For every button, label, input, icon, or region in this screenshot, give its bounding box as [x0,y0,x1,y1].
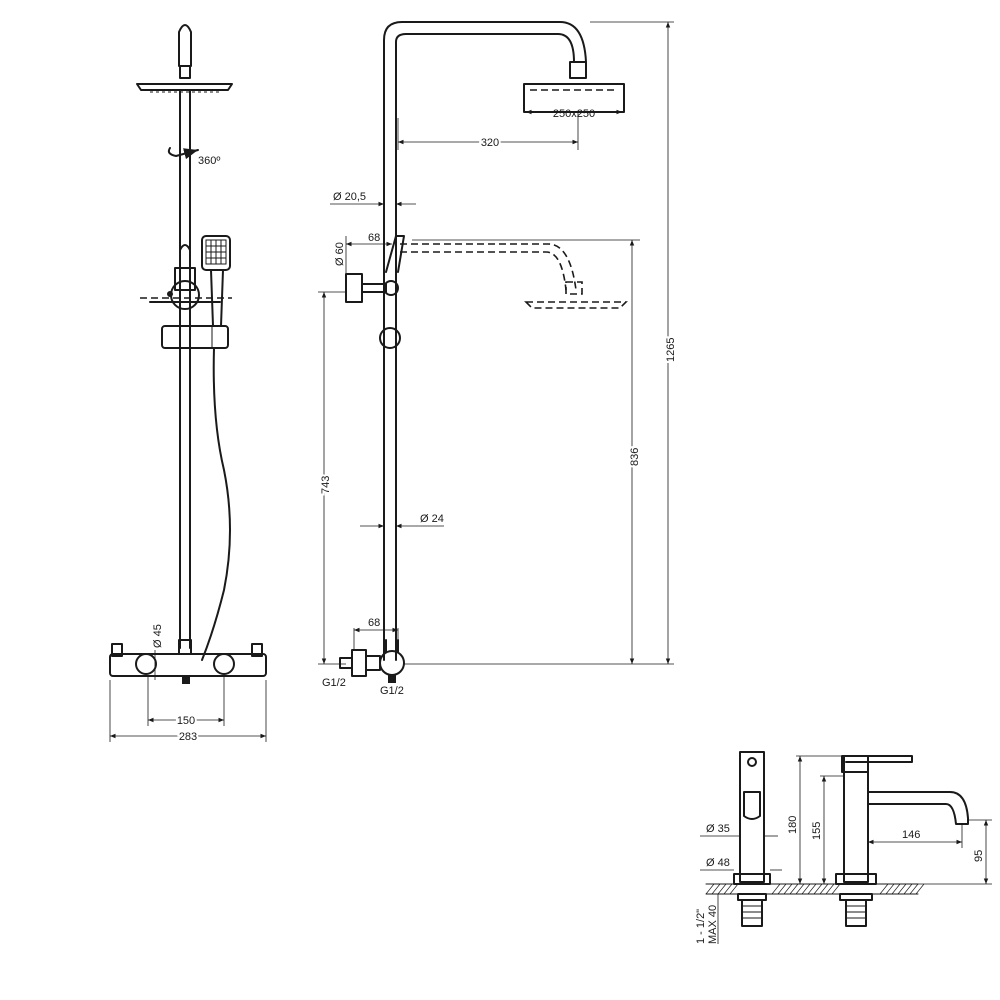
hatch-line [723,883,733,895]
lower-flange [351,649,367,677]
hatch-line [831,883,841,895]
dim-total-height: 1265 [665,338,677,362]
front-view: 360º Ø 4 [109,24,267,745]
dim-lower-height: 743 [320,476,332,494]
dim-max-thickness: MAX 40 [707,905,719,944]
dim-thread: 1 - 1/2" [695,909,707,944]
hatch-line [903,883,913,895]
hatch-line [717,883,727,895]
hose [201,347,231,661]
mixer-body [109,653,267,677]
dim-center-distance: 150 [177,715,195,727]
dim-base-diameter: Ø 48 [706,857,730,869]
hatch-line [801,883,811,895]
dim-lower-offset: 68 [368,617,380,629]
hatch-line [795,883,805,895]
hatch-line [807,883,817,895]
dim-arm-projection: 320 [481,137,499,149]
head-connector [179,65,191,79]
hatch-line [705,883,715,895]
hatch-line [897,883,907,895]
slider-knob [379,327,401,349]
hand-shower-holder [385,235,405,273]
dim-body-diameter: Ø 45 [152,624,164,648]
connection-right: G1/2 [380,685,404,697]
faucet-front-body [739,751,765,883]
dim-top-diameter: Ø 35 [706,823,730,835]
hand-shower-nozzles [205,239,227,265]
hatch-line [789,883,799,895]
top-arm-outer [383,21,587,661]
dim-spout-reach: 146 [902,829,920,841]
hatch-line [711,883,721,895]
side-view: 250x250 320 Ø 20,5 Ø 60 68 743 [318,21,679,697]
dim-total-height-faucet: 180 [787,816,799,834]
dim-spout-height: 155 [811,822,823,840]
rotation-arrow [167,147,199,160]
dim-pipe-diameter: Ø 24 [420,513,444,525]
hatch-line [783,883,793,895]
hatch-line [777,883,787,895]
rotation-label: 360º [198,155,220,167]
hatch-line [879,883,889,895]
hatch-line [885,883,895,895]
dim-mid-height: 836 [629,448,641,466]
hatch-line [909,883,919,895]
head-joint [569,61,587,79]
dim-upper-offset: 68 [368,232,380,244]
hatch-line [819,883,829,895]
hatch-line [813,883,823,895]
top-pipe [178,24,192,67]
alt-arm-dashed [400,243,577,291]
hand-shower-head [201,235,231,271]
dim-flange-diameter: Ø 60 [334,242,346,266]
shower-head [136,83,233,91]
slider-bracket [161,325,229,349]
hatch-line [771,883,781,895]
faucet-view: Ø 35 Ø 48 1 - 1/2" MAX 40 180 155 146 [695,751,992,944]
hatch-line [891,883,901,895]
dim-spout-outlet: 95 [973,850,985,862]
hatch-line [825,883,835,895]
faucet-side-body [843,755,869,883]
dim-head-size: 250x250 [553,108,595,120]
dim-total-width: 283 [179,731,197,743]
hatch-line [915,883,925,895]
faucet-spout [867,791,969,825]
dim-pipe-top-diameter: Ø 20,5 [333,191,366,203]
connection-left: G1/2 [322,677,346,689]
countertop [705,883,925,895]
lower-valve [379,650,405,676]
upper-flange [345,273,363,303]
hatch-line [729,883,739,895]
